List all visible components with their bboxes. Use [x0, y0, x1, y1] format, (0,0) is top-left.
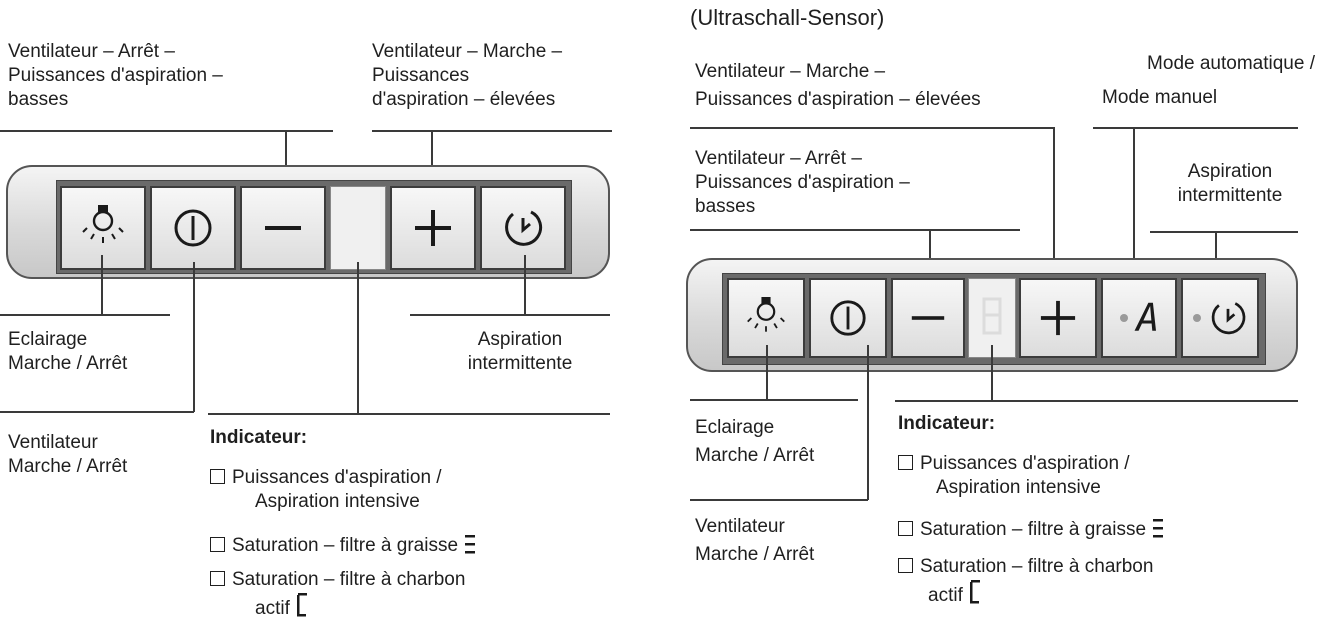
- leader-line: [1133, 127, 1135, 267]
- charcoal-filter-icon: [969, 579, 981, 612]
- checkbox-icon: [210, 537, 225, 552]
- leader-line: [1150, 231, 1298, 233]
- leader-line: [895, 400, 1298, 402]
- power-button[interactable]: [809, 278, 887, 358]
- light-button[interactable]: [60, 186, 146, 270]
- leader-line: [193, 262, 195, 412]
- timer-button[interactable]: [480, 186, 566, 270]
- label-fan-off-low: Ventilateur – Arrêt –Puissances d'aspira…: [8, 41, 223, 110]
- leader-line: [524, 255, 526, 315]
- seven-segment-icon: [981, 296, 1003, 341]
- leader-line: [0, 130, 333, 132]
- light-button[interactable]: [727, 278, 805, 358]
- leader-line: [0, 314, 170, 316]
- power-icon: [172, 207, 214, 249]
- leader-line: [357, 262, 359, 414]
- light-bulb-icon: [80, 203, 126, 253]
- leader-line: [766, 345, 768, 400]
- label-fan-on-high: Ventilateur – Marche –Puissances d'aspir…: [695, 61, 981, 110]
- status-led-icon: [1192, 313, 1202, 323]
- plus-icon: [1039, 299, 1077, 337]
- leader-line: [690, 399, 858, 401]
- checkbox-icon: [898, 558, 913, 573]
- minus-button[interactable]: [891, 278, 965, 358]
- indicator-item: Puissances d'aspiration / Aspiration int…: [898, 452, 1130, 500]
- power-button[interactable]: [150, 186, 236, 270]
- minus-icon: [263, 223, 303, 233]
- leader-line: [208, 413, 610, 415]
- label-fan-off-low: Ventilateur – Arrêt –Puissances d'aspira…: [695, 148, 910, 217]
- light-bulb-icon: [745, 295, 787, 341]
- auto-mode-button[interactable]: A: [1101, 278, 1177, 358]
- indicator-item: Saturation – filtre à graisse: [210, 533, 476, 562]
- checkbox-icon: [210, 571, 225, 586]
- grease-filter-icon: [1152, 517, 1164, 546]
- timer-icon: [1208, 298, 1248, 338]
- checkbox-icon: [210, 469, 225, 484]
- plus-button[interactable]: [390, 186, 476, 270]
- diagram-title: (Ultraschall-Sensor): [690, 5, 885, 30]
- indicator-heading: Indicateur:: [210, 427, 308, 448]
- timer-button[interactable]: [1181, 278, 1259, 358]
- minus-button[interactable]: [240, 186, 326, 270]
- indicator-item: Puissances d'aspiration / Aspiration int…: [210, 466, 442, 514]
- indicator-heading: Indicateur:: [898, 413, 996, 434]
- leader-line: [0, 411, 194, 413]
- indicator-display: [330, 186, 386, 270]
- leader-line: [410, 314, 610, 316]
- checkbox-icon: [898, 521, 913, 536]
- leader-line: [431, 130, 433, 190]
- leader-line: [101, 255, 103, 315]
- leader-line: [1053, 127, 1055, 267]
- grease-filter-icon: [464, 533, 476, 562]
- label-auto-mode: Mode automatique /Mode manuel: [1102, 53, 1315, 108]
- indicator-item: Saturation – filtre à charbon actif: [210, 568, 465, 625]
- leader-line: [690, 499, 868, 501]
- plus-icon: [413, 208, 453, 248]
- checkbox-icon: [898, 455, 913, 470]
- indicator-item: Saturation – filtre à charbon actif: [898, 555, 1153, 612]
- leader-line: [285, 130, 287, 190]
- plus-button[interactable]: [1019, 278, 1097, 358]
- leader-line: [867, 345, 869, 500]
- leader-line: [690, 127, 1054, 129]
- timer-icon: [501, 206, 545, 250]
- mode-display: A: [1136, 296, 1160, 340]
- status-led-icon: [1119, 313, 1129, 323]
- minus-icon: [910, 313, 946, 323]
- leader-line: [372, 130, 612, 132]
- leader-line: [690, 229, 1020, 231]
- charcoal-filter-icon: [296, 592, 308, 625]
- power-icon: [828, 298, 868, 338]
- indicator-item: Saturation – filtre à graisse: [898, 517, 1164, 546]
- leader-line: [991, 345, 993, 401]
- leader-line: [1093, 127, 1298, 129]
